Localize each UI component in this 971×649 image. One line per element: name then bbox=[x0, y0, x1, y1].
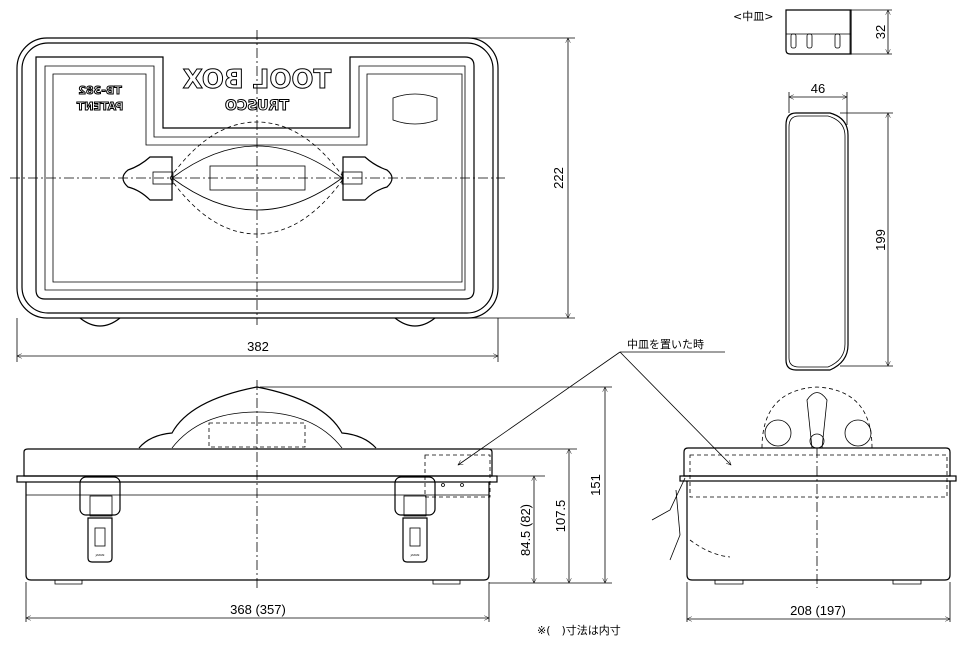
label-plate bbox=[392, 93, 438, 125]
side-handle-hub bbox=[809, 433, 825, 449]
latch-right-lock bbox=[409, 527, 421, 547]
front-foot-right bbox=[432, 580, 461, 585]
hinge-left-plate bbox=[122, 156, 173, 201]
dim-heights: 151 107.5 84.5 (82) bbox=[260, 387, 612, 583]
patent-group: PATENT bbox=[76, 100, 124, 114]
side-lid bbox=[683, 447, 951, 477]
front-foot-left bbox=[54, 580, 83, 585]
latch-left: JAPAN bbox=[79, 476, 121, 563]
tray-divider bbox=[806, 33, 813, 49]
dim-front-width: 368 (357) bbox=[26, 582, 489, 622]
latch-left-lock bbox=[94, 527, 106, 547]
dim-tray-width-label: 46 bbox=[811, 81, 825, 96]
side-body bbox=[686, 481, 951, 581]
side-foot-right bbox=[892, 580, 922, 585]
latch-left-plate bbox=[89, 495, 113, 517]
side-latch bbox=[651, 477, 686, 561]
front-handle-outer bbox=[138, 386, 377, 449]
side-lid-rim bbox=[679, 475, 957, 482]
latch-right-lever bbox=[402, 517, 428, 563]
dim-tray-height-label: 32 bbox=[873, 25, 888, 39]
dim-side-width-label: 208 (197) bbox=[790, 603, 846, 618]
side-handle bbox=[806, 392, 828, 449]
tray-front-outline bbox=[785, 9, 852, 55]
lid-recess-outline bbox=[35, 56, 475, 300]
leader-front bbox=[458, 351, 621, 466]
side-handle-pivot-right bbox=[844, 419, 872, 447]
tray-side-outline bbox=[785, 112, 849, 371]
tray-divider bbox=[790, 33, 797, 49]
dim-top-depth-label: 222 bbox=[551, 167, 566, 189]
side-handle-swing bbox=[761, 386, 873, 449]
dim-tray-width: 46 bbox=[789, 81, 847, 125]
latch-right-mark: JAPAN bbox=[410, 553, 420, 557]
latch-swing bbox=[689, 539, 731, 558]
dim-total-height-label: 151 bbox=[588, 474, 603, 496]
latch-right-hasp bbox=[394, 476, 436, 516]
model-text: TB-382 bbox=[78, 84, 121, 97]
rivet bbox=[460, 483, 464, 487]
latch-left-mark: JAPAN bbox=[95, 553, 105, 557]
patent-text: PATENT bbox=[76, 100, 123, 113]
dim-tray-length: 199 bbox=[840, 113, 893, 366]
front-lid bbox=[23, 448, 493, 477]
model-group: TB-382 bbox=[78, 84, 122, 98]
lid-recess-inner bbox=[44, 65, 466, 291]
hinge-right bbox=[341, 156, 393, 201]
dim-side-width: 208 (197) bbox=[687, 582, 950, 622]
tray-placed-label: 中皿を置いた時 bbox=[627, 338, 704, 351]
tray-placed-position bbox=[424, 454, 491, 498]
front-view: JAPAN JAPAN bbox=[16, 380, 498, 588]
foot-left bbox=[79, 317, 121, 327]
side-view bbox=[651, 386, 957, 588]
dim-top-width: 382 bbox=[17, 318, 498, 362]
side-handle-pivot-left bbox=[764, 419, 792, 447]
hinge-right-plate bbox=[342, 156, 393, 201]
inner-dimension-note: ※( )寸法は内寸 bbox=[537, 623, 621, 637]
tray-label: <中皿> bbox=[733, 10, 773, 23]
rivet bbox=[441, 483, 445, 487]
handle-swing-outer bbox=[169, 121, 345, 235]
top-view: TOOL BOX TRUSCO TB-382 PATENT bbox=[10, 30, 505, 327]
latch-right: JAPAN bbox=[394, 476, 436, 563]
front-body bbox=[25, 482, 490, 581]
dim-tray-height: 32 bbox=[851, 10, 892, 54]
dim-body-height-label: 107.5 bbox=[553, 500, 568, 533]
tray-placed-callout: 中皿を置いた時 bbox=[458, 338, 731, 465]
lid-recess-inner-2 bbox=[52, 73, 463, 283]
dim-front-width-label: 368 (357) bbox=[230, 602, 286, 617]
tray-side-inner bbox=[788, 115, 846, 368]
hinge-left bbox=[122, 156, 174, 201]
dim-base-height-label: 84.5 (82) bbox=[518, 504, 533, 556]
latch-right-plate bbox=[403, 495, 427, 517]
side-tray-position bbox=[689, 454, 948, 498]
latch-left-lever bbox=[87, 517, 113, 563]
leader-side bbox=[619, 351, 731, 465]
dim-top-width-label: 382 bbox=[247, 339, 269, 354]
tray-side-view bbox=[785, 112, 849, 371]
tray-front-view bbox=[785, 9, 852, 55]
dim-top-depth: 222 bbox=[465, 38, 575, 318]
tray-divider bbox=[834, 33, 841, 49]
dim-tray-length-label: 199 bbox=[873, 229, 888, 251]
side-foot-left bbox=[714, 580, 744, 585]
foot-right bbox=[394, 317, 436, 327]
latch-left-hasp bbox=[79, 476, 121, 516]
